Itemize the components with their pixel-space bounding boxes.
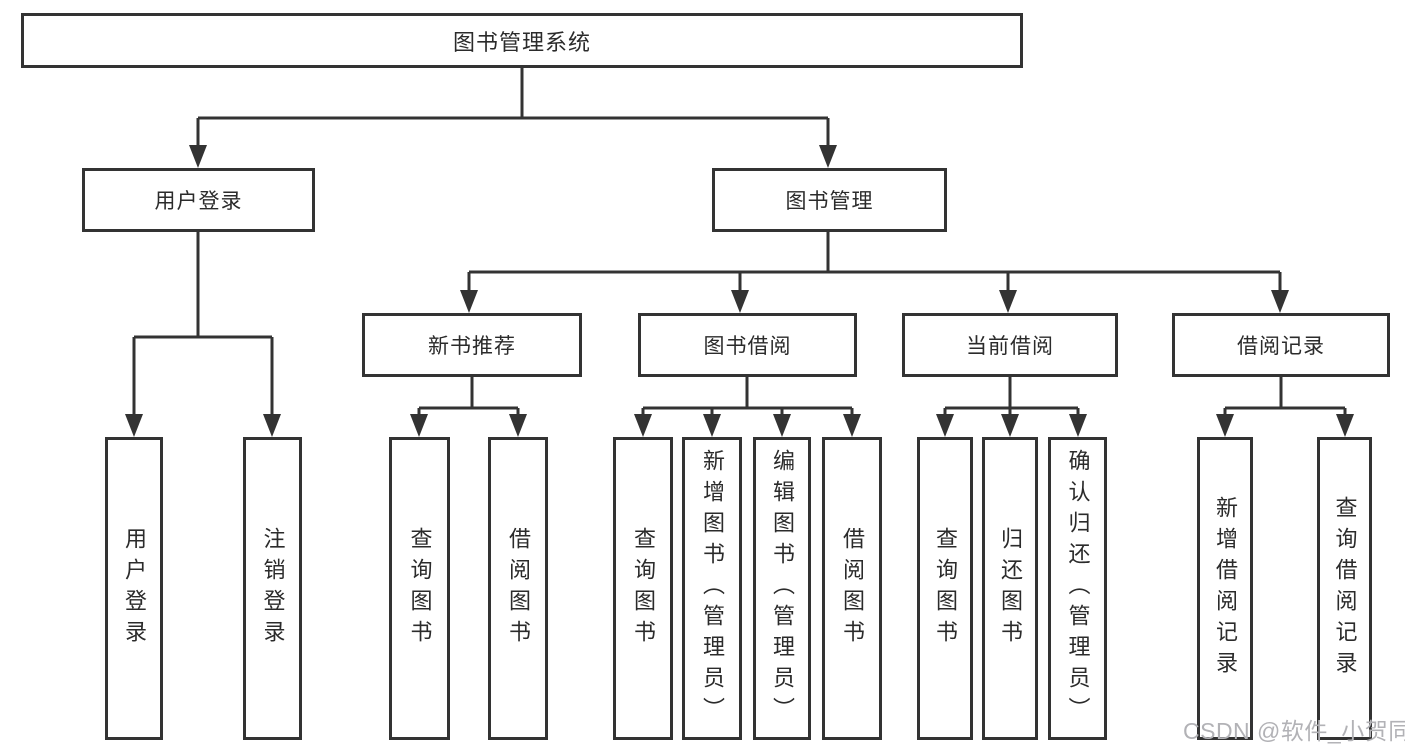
leaf-borrow-add-book-admin: 新增图书（管理员） [682, 437, 742, 740]
node-book-management: 图书管理 [712, 168, 947, 232]
node-borrow-records: 借阅记录 [1172, 313, 1390, 377]
leaf-current-query-book-label: 查询图书 [933, 526, 958, 651]
leaf-current-confirm-return-admin-label: 确认归还（管理员） [1065, 449, 1091, 728]
leaf-borrow-edit-book-admin-label: 编辑图书（管理员） [770, 449, 795, 728]
node-current-borrow: 当前借阅 [902, 313, 1118, 377]
leaf-user-login: 用户登录 [105, 437, 163, 740]
leaf-records-add-record: 新增借阅记录 [1197, 437, 1253, 740]
node-new-book-recommend: 新书推荐 [362, 313, 582, 377]
leaf-newbook-query-book-label: 查询图书 [407, 526, 433, 651]
leaf-records-query-record-label: 查询借阅记录 [1332, 495, 1358, 682]
leaf-borrow-query-book: 查询图书 [613, 437, 673, 740]
leaf-current-confirm-return-admin: 确认归还（管理员） [1048, 437, 1107, 740]
leaf-borrow-add-book-admin-label: 新增图书（管理员） [700, 449, 725, 728]
node-library-management-system: 图书管理系统 [21, 13, 1023, 68]
leaf-logout-label: 注销登录 [260, 526, 286, 651]
leaf-user-login-label: 用户登录 [122, 526, 147, 651]
node-book-borrow: 图书借阅 [638, 313, 857, 377]
leaf-current-return-book-label: 归还图书 [998, 526, 1023, 651]
leaf-records-add-record-label: 新增借阅记录 [1213, 495, 1238, 682]
leaf-borrow-borrow-book-label: 借阅图书 [840, 526, 865, 651]
leaf-newbook-borrow-book: 借阅图书 [488, 437, 548, 740]
leaf-current-return-book: 归还图书 [982, 437, 1038, 740]
leaf-borrow-query-book-label: 查询图书 [631, 526, 656, 651]
leaf-newbook-borrow-book-label: 借阅图书 [506, 526, 531, 651]
node-user-login: 用户登录 [82, 168, 315, 232]
leaf-records-query-record: 查询借阅记录 [1317, 437, 1372, 740]
leaf-borrow-borrow-book: 借阅图书 [822, 437, 882, 740]
csdn-watermark: CSDN @软件_小贺同学 [1183, 718, 1405, 744]
leaf-newbook-query-book: 查询图书 [389, 437, 450, 740]
leaf-borrow-edit-book-admin: 编辑图书（管理员） [753, 437, 811, 740]
leaf-current-query-book: 查询图书 [917, 437, 973, 740]
leaf-logout: 注销登录 [243, 437, 302, 740]
